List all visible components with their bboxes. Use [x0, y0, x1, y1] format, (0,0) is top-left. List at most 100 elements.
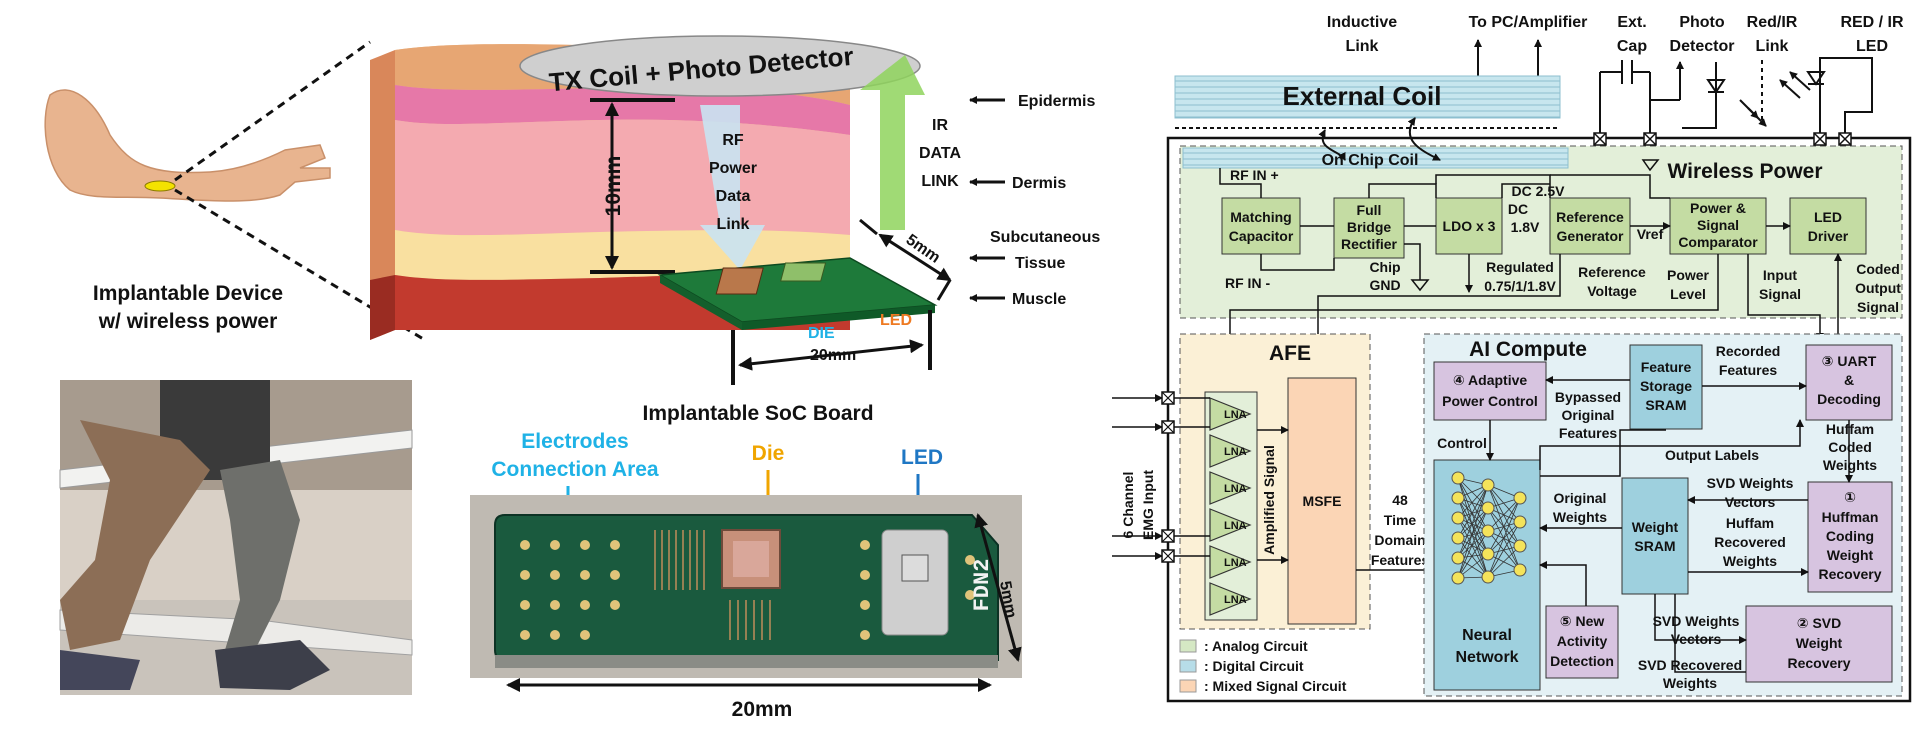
nn-node — [1513, 563, 1527, 577]
svd-recovered-label-2: Weights — [1663, 675, 1717, 691]
comparator-block — [1669, 197, 1767, 255]
input-signal-label-2: Signal — [1759, 286, 1801, 302]
legend-digital-swatch — [1179, 659, 1197, 673]
nn-label-2: Network — [1455, 649, 1518, 666]
photodiode-icon — [1706, 79, 1726, 94]
bypassed-label-1: Bypassed — [1555, 389, 1621, 405]
feature-sram-label-3: SRAM — [1645, 397, 1686, 413]
lna-triangle — [1209, 434, 1252, 468]
redir-link-label-1: Red/IR — [1747, 14, 1798, 31]
weight-sram-block — [1621, 477, 1689, 595]
ir-label-2: DATA — [919, 145, 962, 162]
lna-triangle — [1209, 582, 1252, 616]
new-activity-label-1: ⑤ New — [1560, 613, 1605, 629]
svd-label-3: Recovery — [1787, 655, 1850, 671]
rf-label-1: RF — [722, 132, 744, 149]
nn-node — [1513, 515, 1527, 529]
power-level-label-1: Power — [1667, 267, 1710, 283]
power-level-label-2: Level — [1670, 286, 1706, 302]
pcb-photo — [470, 495, 1022, 678]
bypassed-label-3: Features — [1559, 425, 1618, 441]
comparator-label-1: Power & — [1690, 200, 1746, 216]
dc18-label-2: 1.8V — [1511, 219, 1540, 235]
nn-node — [1451, 511, 1465, 525]
huffman-label-1: Huffman — [1822, 509, 1879, 525]
die-label: DIE — [808, 325, 835, 342]
on-chip-coil — [1182, 147, 1569, 169]
huffam-recovered-label-1: Huffam — [1726, 515, 1774, 531]
electrodes-label-1: Electrodes — [521, 430, 628, 453]
amplified-signal-label: Amplified Signal — [1261, 445, 1277, 555]
vref-label: Vref — [1637, 226, 1664, 242]
input-signal-label-1: Input — [1763, 267, 1798, 283]
lna-label: LNA — [1224, 446, 1247, 458]
huffman-label-4: Recovery — [1818, 566, 1881, 582]
afe-title: AFE — [1269, 342, 1311, 365]
svd-vectors2-label-1: SVD Weights — [1653, 613, 1740, 629]
legend-analog-swatch — [1179, 639, 1197, 653]
huffam-coded-label-1: Huffam — [1826, 421, 1874, 437]
soc-board-title: Implantable SoC Board — [642, 402, 873, 425]
refvolt-label-2: Voltage — [1587, 283, 1637, 299]
rectifier-block — [1333, 197, 1405, 259]
rf-in-minus: RF IN - — [1225, 275, 1270, 291]
huffman-label-2: Coding — [1826, 528, 1874, 544]
weight-sram-label-2: SRAM — [1634, 538, 1675, 554]
huffman-num: ① — [1844, 489, 1856, 505]
lna-triangle — [1209, 471, 1252, 505]
label-muscle: Muscle — [1012, 291, 1066, 308]
lna-triangle — [1209, 397, 1252, 431]
device-caption-line1: Implantable Device — [93, 282, 283, 305]
svd-label-1: ② SVD — [1797, 615, 1842, 631]
nn-node — [1481, 524, 1495, 538]
external-coil — [1174, 75, 1561, 119]
svd-vectors-label-1: SVD Weights — [1707, 475, 1794, 491]
rf-label-2: Power — [709, 160, 757, 177]
rf-in-plus: RF IN + — [1230, 167, 1279, 183]
redir-link-label-2: Link — [1756, 38, 1789, 55]
lna-label: LNA — [1224, 483, 1247, 495]
wireless-power-title: Wireless Power — [1667, 160, 1822, 183]
adaptive-power-block — [1433, 361, 1547, 421]
huffam-coded-label-2: Coded — [1828, 439, 1872, 455]
emg-pins — [1112, 391, 1210, 563]
lna-label: LNA — [1224, 520, 1247, 532]
uart-block — [1805, 344, 1893, 421]
regulated-label-1: Regulated — [1486, 259, 1554, 275]
lna-label: LNA — [1224, 409, 1247, 421]
legend-mixed-swatch — [1179, 679, 1197, 693]
dim-20mm: 20mm — [810, 347, 856, 364]
svd-recovery-block — [1745, 605, 1893, 683]
electrodes-label-2: Connection Area — [491, 458, 659, 481]
bypassed-label-2: Original — [1562, 407, 1615, 423]
nn-graph — [1451, 471, 1527, 585]
uart-label-1: ③ UART — [1822, 353, 1877, 369]
uart-label-3: Decoding — [1817, 391, 1881, 407]
huffam-coded-label-3: Weights — [1823, 457, 1877, 473]
ir-label-1: IR — [932, 117, 948, 134]
dc25-label: DC 2.5V — [1512, 183, 1566, 199]
nn-node — [1451, 491, 1465, 505]
led-diode-icon — [1806, 71, 1826, 86]
label-subcutaneous-1: Subcutaneous — [990, 229, 1100, 246]
regulated-label-2: 0.75/1/1.8V — [1484, 278, 1556, 294]
label-dermis: Dermis — [1012, 175, 1066, 192]
redir-led-label-1: RED / IR — [1840, 14, 1904, 31]
tx-coil — [519, 35, 921, 97]
uart-label-2: & — [1844, 372, 1854, 388]
nn-node — [1451, 571, 1465, 585]
msfe-label: MSFE — [1303, 493, 1342, 509]
svd-recovered-label-1: SVD Recovered — [1638, 657, 1742, 673]
output-labels-label: Output Labels — [1665, 447, 1759, 463]
on-chip-coil-label: On Chip Coil — [1322, 152, 1419, 169]
refvolt-label-1: Reference — [1578, 264, 1646, 280]
weight-sram-label-1: Weight — [1632, 519, 1679, 535]
features-label-1: 48 — [1392, 492, 1408, 508]
emg-label-1: 6 Channel — [1120, 472, 1136, 539]
refgen-label-1: Reference — [1556, 209, 1624, 225]
chip-boundary — [1166, 136, 1912, 703]
chip-gnd-label-1: Chip — [1369, 259, 1400, 275]
coded-label-2: Output — [1855, 280, 1901, 296]
new-activity-label-2: Activity — [1557, 633, 1608, 649]
led-label: LED — [880, 312, 912, 329]
